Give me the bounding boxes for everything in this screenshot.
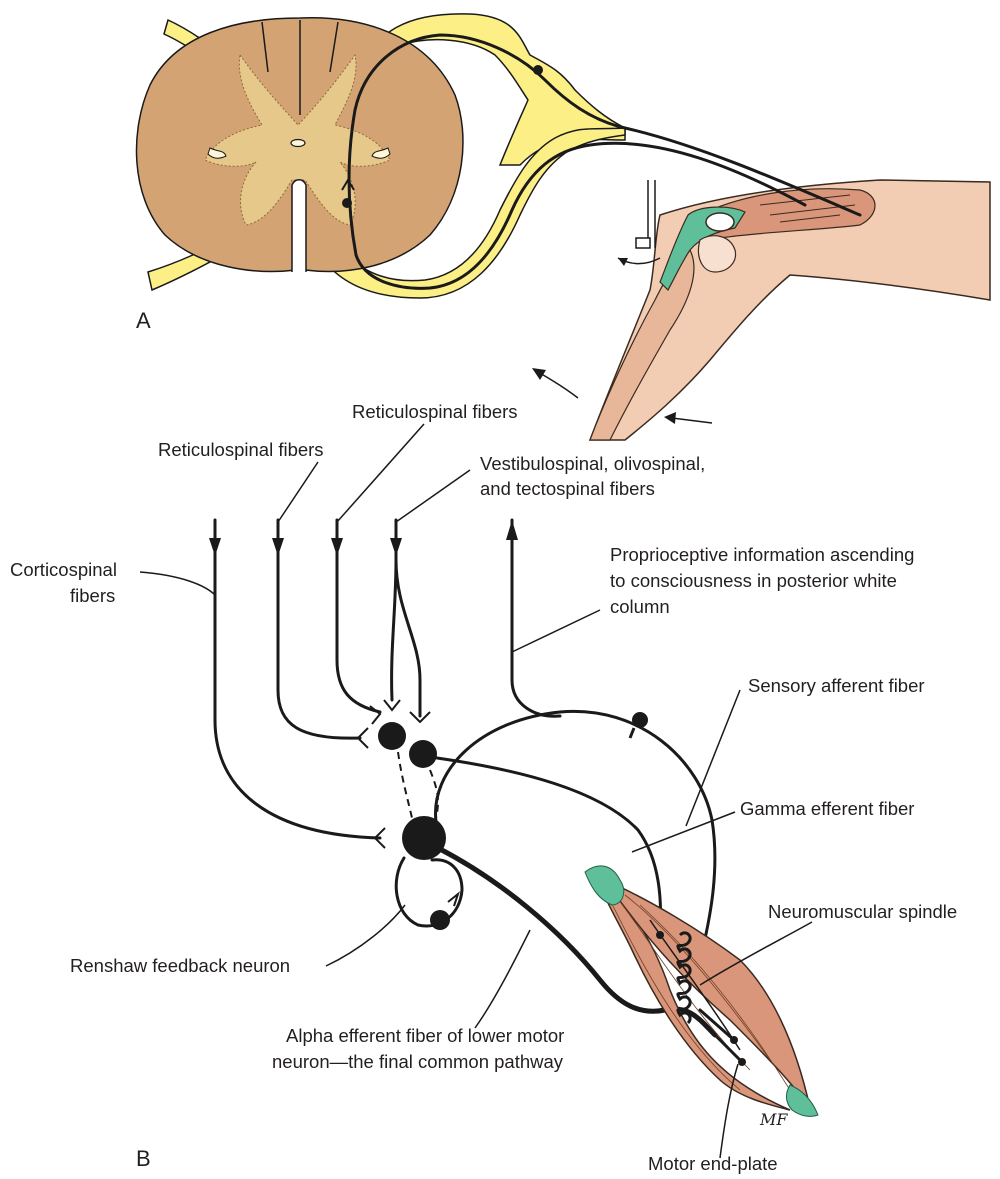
gamma-ending	[656, 931, 664, 939]
knee-joint	[697, 235, 737, 273]
reticulospinal-synapse-2	[369, 705, 382, 725]
sensory-afferent-fiber	[434, 709, 717, 962]
vestibulospinal-arrowhead	[390, 538, 402, 556]
leader-reticulospinal-1	[277, 461, 319, 523]
reticulospinal-fiber-2	[335, 518, 382, 714]
lateral-horn-right	[371, 147, 391, 159]
alpha-motor-neuron	[402, 816, 446, 860]
motor-neuron-cell	[342, 198, 352, 208]
panel-b-label: B	[136, 1146, 151, 1171]
vestibulospinal-fiber	[390, 518, 422, 718]
spindle-coil	[676, 931, 692, 1025]
corticospinal-synapse	[373, 827, 386, 849]
renshaw-cell	[430, 910, 450, 930]
leader-corticospinal	[139, 571, 216, 596]
interneuron-1	[378, 722, 406, 750]
anterior-median-fissure	[291, 179, 307, 272]
kick-arrow-right	[671, 417, 713, 424]
muscle-fiber-lines	[609, 894, 791, 1091]
label-corticospinal-line1: Corticospinal	[10, 559, 117, 580]
label-proprioceptive-line1: Proprioceptive information ascending	[610, 544, 914, 565]
leader-alpha	[474, 929, 531, 1029]
label-alpha-line2: neuron—the final common pathway	[272, 1051, 564, 1072]
ganglion-stalk	[628, 727, 636, 739]
label-alpha-line1: Alpha efferent fiber of lower motor	[286, 1025, 564, 1046]
ventral-root	[319, 127, 626, 299]
lateral-horn-left	[207, 147, 227, 159]
synapse-a	[341, 178, 355, 191]
panel-a-label: A	[136, 308, 151, 333]
label-renshaw: Renshaw feedback neuron	[70, 955, 290, 976]
label-reticulospinal-2: Reticulospinal fibers	[352, 401, 518, 422]
renshaw-synapse	[447, 891, 461, 907]
gamma-efferent-fiber	[435, 756, 663, 937]
sensory-ganglion-cell	[632, 712, 648, 728]
leader-gamma	[631, 811, 736, 853]
renshaw-loop	[394, 856, 464, 928]
label-corticospinal-line2: fibers	[70, 585, 115, 606]
signature: MF	[759, 1110, 788, 1129]
tendon-bottom	[785, 1084, 819, 1117]
leader-spindle	[699, 921, 813, 986]
leader-proprioceptive	[511, 609, 601, 653]
tendon-top	[584, 865, 625, 906]
label-vestibulospinal-line1: Vestibulospinal, olivospinal,	[480, 453, 705, 474]
corticospinal-fiber	[213, 518, 382, 840]
label-reticulospinal-1: Reticulospinal fibers	[158, 439, 324, 460]
label-neuromuscular-spindle: Neuromuscular spindle	[768, 901, 957, 922]
leader-reticulospinal-2	[336, 423, 425, 523]
spindle-capsule	[649, 919, 741, 1051]
kick-arrow-left	[537, 371, 579, 399]
central-canal	[290, 138, 306, 148]
tap-arrowhead	[618, 258, 628, 266]
motor-branch	[698, 1008, 744, 1064]
panel-b-pathways: MF Reticulospinal fibers Reticulospinal …	[10, 401, 957, 1174]
label-proprioceptive-line3: column	[610, 596, 670, 617]
leg-illustration	[532, 179, 991, 441]
shin	[589, 249, 695, 441]
interneuron-2	[409, 740, 437, 768]
interneuron-1-axon	[397, 751, 413, 819]
posterior-median-septum	[261, 20, 339, 115]
label-proprioceptive-line2: to consciousness in posterior white	[610, 570, 897, 591]
leader-renshaw	[325, 904, 406, 967]
vestibulospinal-synapse-a	[409, 711, 431, 724]
reticulospinal-arrowhead-1	[272, 538, 284, 556]
reticulospinal-synapse-1	[356, 727, 369, 749]
label-sensory-afferent: Sensory afferent fiber	[748, 675, 925, 696]
muscle-group: MF	[584, 865, 819, 1129]
proprioceptive-arrowhead	[506, 520, 518, 540]
dorsal-root-ganglion-cell	[533, 65, 543, 75]
reflex-afferent-path	[347, 33, 862, 290]
label-gamma-efferent: Gamma efferent fiber	[740, 798, 914, 819]
leader-vestibulospinal	[395, 469, 471, 523]
corticospinal-arrowhead	[209, 538, 221, 556]
label-motor-end-plate: Motor end-plate	[648, 1153, 778, 1174]
patella	[705, 212, 735, 232]
kick-arrowhead-right	[664, 412, 676, 424]
proprioceptive-ascending-fiber	[510, 518, 562, 718]
reticulospinal-fiber-1	[276, 518, 362, 740]
leader-sensory	[685, 689, 741, 827]
label-vestibulospinal-line2: and tectospinal fibers	[480, 478, 655, 499]
reflex-hammer	[635, 180, 656, 249]
leader-motor-end-plate	[719, 1063, 739, 1159]
kick-arrowhead-left	[532, 368, 546, 380]
vestibulospinal-synapse-b	[383, 699, 401, 712]
reticulospinal-arrowhead-2	[331, 538, 343, 556]
panel-a-spinal-cord: A	[135, 13, 991, 441]
alpha-efferent-fiber	[435, 845, 718, 1038]
